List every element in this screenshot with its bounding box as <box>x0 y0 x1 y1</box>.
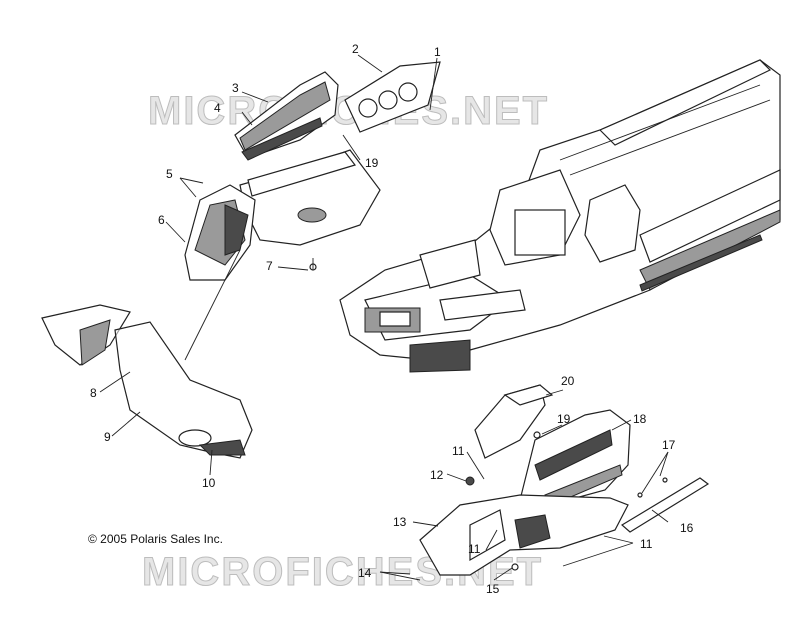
callout-11-b: 11 <box>468 542 481 556</box>
callout-4: 4 <box>214 101 221 115</box>
callout-14: 14 <box>358 566 372 580</box>
copyright-notice: © 2005 Polaris Sales Inc. <box>88 532 223 546</box>
part-fastener-7[interactable] <box>309 258 317 271</box>
callout-18: 18 <box>633 412 647 426</box>
part-floor-pan[interactable] <box>41 304 253 459</box>
part-side-cover[interactable] <box>184 184 256 281</box>
chassis-frame <box>339 59 781 373</box>
part-nose-bracket[interactable] <box>519 409 631 506</box>
callout-7: 7 <box>266 259 273 273</box>
part-bumper[interactable] <box>419 494 629 576</box>
callout-10: 10 <box>202 476 216 490</box>
callout-17: 17 <box>662 438 676 452</box>
callout-13: 13 <box>393 515 407 529</box>
callout-5: 5 <box>166 167 173 181</box>
callout-2: 2 <box>352 42 359 56</box>
callout-labels: 1 2 3 4 19 5 6 7 8 9 10 20 19 18 17 16 1… <box>90 42 694 596</box>
part-foam-block[interactable] <box>474 384 554 459</box>
callout-16: 16 <box>680 521 694 535</box>
callout-11-c: 11 <box>640 537 653 551</box>
callout-15: 15 <box>486 582 500 596</box>
callout-1: 1 <box>434 45 441 59</box>
callout-9: 9 <box>104 430 111 444</box>
part-rail-strip[interactable] <box>620 477 710 533</box>
part-dash-panel[interactable] <box>239 149 381 246</box>
callout-19-top: 19 <box>365 156 379 170</box>
callout-3: 3 <box>232 81 239 95</box>
callout-12: 12 <box>430 468 444 482</box>
callout-20: 20 <box>561 374 575 388</box>
watermark-top: MICROFICHES.NET <box>148 89 549 133</box>
part-hood-cover[interactable] <box>234 71 339 161</box>
leader-lines <box>99 54 669 581</box>
callout-11-a: 11 <box>452 444 465 458</box>
callout-8: 8 <box>90 386 97 400</box>
part-hardware[interactable] <box>465 431 668 571</box>
callout-6: 6 <box>158 213 165 227</box>
callout-19-bottom: 19 <box>557 412 571 426</box>
